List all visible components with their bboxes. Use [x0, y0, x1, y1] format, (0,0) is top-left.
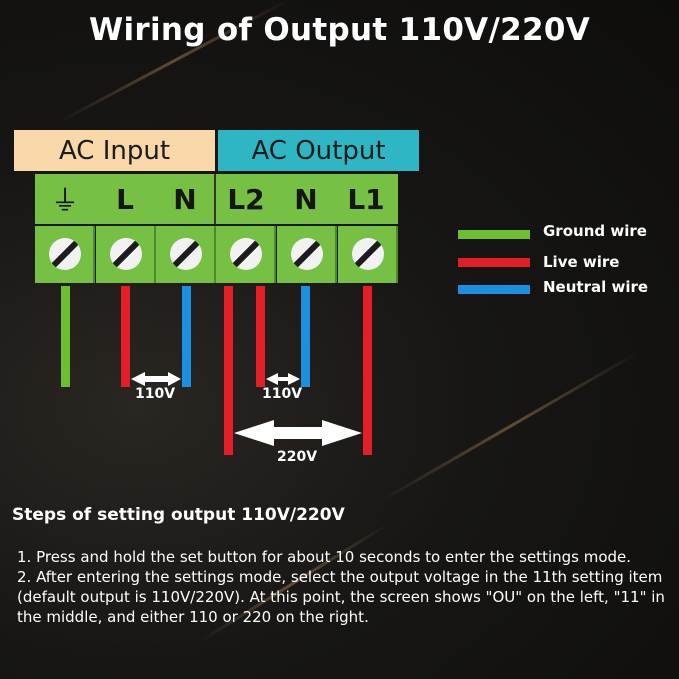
ground-symbol-icon: ⏚ [50, 184, 79, 217]
legend-neutral-swatch [458, 285, 530, 294]
terminal-label-n-output: N [294, 182, 318, 216]
step-1: 1. Press and hold the set button for abo… [17, 548, 632, 566]
screw-icon [352, 238, 384, 270]
live-wire-input [121, 286, 130, 387]
voltage-label-110v-output: 110V [262, 386, 303, 402]
legend-ground-swatch [458, 230, 530, 239]
arrow-110v-output [266, 373, 300, 385]
arrow-220v [234, 420, 362, 446]
terminal-n-output [277, 226, 337, 283]
neutral-wire-output [301, 286, 310, 387]
ground-wire [61, 286, 70, 387]
screw-icon [49, 238, 81, 270]
live-wire-l2 [224, 286, 233, 455]
terminal-label-l2: L2 [227, 182, 265, 216]
legend-live-swatch [458, 258, 530, 267]
legend-neutral-label: Neutral wire [543, 278, 649, 296]
legend-live-label: Live wire [543, 253, 620, 271]
legend-ground-label: Ground wire [543, 222, 647, 240]
steps-title: Steps of setting output 110V/220V [12, 505, 345, 525]
terminal-l [96, 226, 156, 283]
screw-icon [170, 238, 202, 270]
neutral-wire-input [182, 286, 191, 387]
terminal-divider [214, 174, 216, 224]
terminal-label-l: L [116, 182, 134, 216]
terminal-labels-input: ⏚ L N [35, 174, 215, 224]
terminal-labels-output: L2 N L1 [216, 174, 398, 224]
screw-icon [110, 238, 142, 270]
page-title: Wiring of Output 110V/220V [89, 12, 590, 48]
screw-icon [291, 238, 323, 270]
step-2: 2. After entering the settings mode, sel… [17, 568, 665, 626]
screw-icon [230, 238, 262, 270]
ac-input-header: AC Input [14, 130, 215, 171]
live-wire-l1 [363, 286, 372, 455]
live-wire-l2-branch [256, 286, 265, 387]
terminal-n [156, 226, 216, 283]
steps-list: 1. Press and hold the set button for abo… [17, 547, 667, 627]
voltage-label-220v: 220V [277, 449, 318, 465]
ac-output-header: AC Output [218, 130, 419, 171]
terminal-l1 [338, 226, 398, 283]
terminal-ground [35, 226, 95, 283]
terminal-l2 [216, 226, 276, 283]
terminal-label-l1: L1 [347, 182, 385, 216]
terminal-label-n: N [173, 182, 197, 216]
voltage-label-110v-input: 110V [135, 386, 176, 402]
arrow-110v-input [131, 372, 181, 386]
